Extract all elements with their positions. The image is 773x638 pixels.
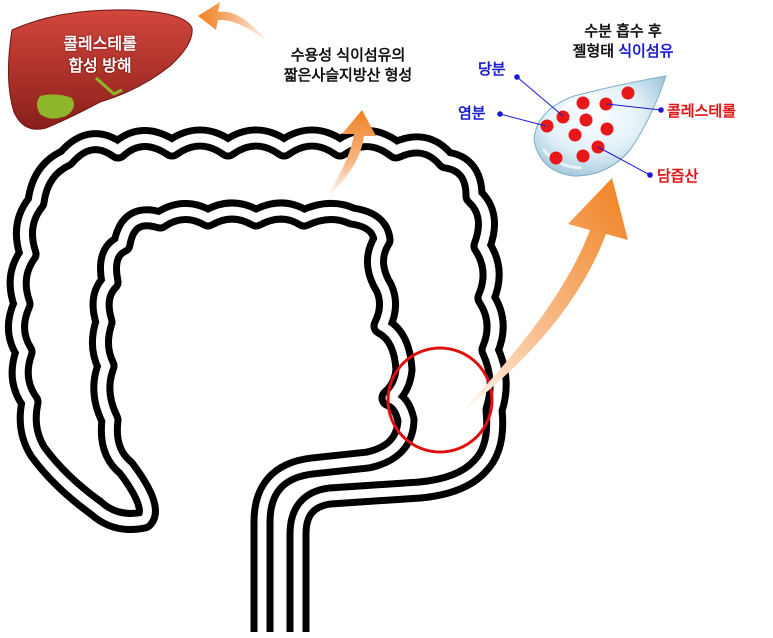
liver-illustration <box>7 9 193 130</box>
leader-line-cholesterol <box>606 103 662 111</box>
gel-label-line1: 수분 흡수 후 <box>584 23 662 40</box>
scfa-label-line2: 짧은사슬지방산 형성 <box>283 67 413 84</box>
arrow-to-scfa-label <box>326 110 376 198</box>
bile-acid-label: 담즙산 <box>657 168 699 185</box>
salt-label: 염분 <box>458 105 486 122</box>
particle <box>600 122 614 136</box>
sugar-label: 당분 <box>478 61 506 78</box>
large-intestine-outline <box>5 126 510 632</box>
liver-label-line1: 콜레스테롤 <box>63 36 137 53</box>
leader-line-salt <box>499 113 547 127</box>
cholesterol-label: 콜레스테롤 <box>667 103 737 120</box>
particle <box>568 128 582 142</box>
particle <box>599 97 613 111</box>
arrow-to-liver <box>198 2 270 44</box>
gel-label: 수분 흡수 후 젤형태 식이섬유 <box>538 22 708 62</box>
particle <box>579 113 593 127</box>
leader-line-bile-acid <box>597 146 651 176</box>
liver-label-line2: 합성 방해 <box>68 58 132 75</box>
scfa-label-line1: 수용성 식이섬유의 <box>290 47 406 64</box>
highlight-circle <box>386 346 494 454</box>
gel-label-highlight: 식이섬유 <box>618 43 674 60</box>
gel-label-line2: 젤형태 식이섬유 <box>538 42 708 62</box>
arrow-to-droplet <box>458 178 628 415</box>
liver-label: 콜레스테롤 합성 방해 <box>40 34 160 78</box>
particle <box>549 151 563 165</box>
scfa-label: 수용성 식이섬유의 짧은사슬지방산 형성 <box>262 46 434 86</box>
particle <box>576 149 590 163</box>
leader-dot-salt <box>497 111 503 117</box>
particle-group <box>540 86 635 165</box>
leader-dot-cholesterol <box>658 107 664 113</box>
gel-label-prefix: 젤형태 <box>572 43 619 60</box>
leader-lines <box>497 74 664 178</box>
leader-dot-bile-acid <box>647 172 653 178</box>
particle <box>621 86 635 100</box>
particle <box>540 119 554 133</box>
leader-line-sugar <box>516 76 564 117</box>
particle <box>576 96 590 110</box>
leader-dot-sugar <box>514 74 520 80</box>
